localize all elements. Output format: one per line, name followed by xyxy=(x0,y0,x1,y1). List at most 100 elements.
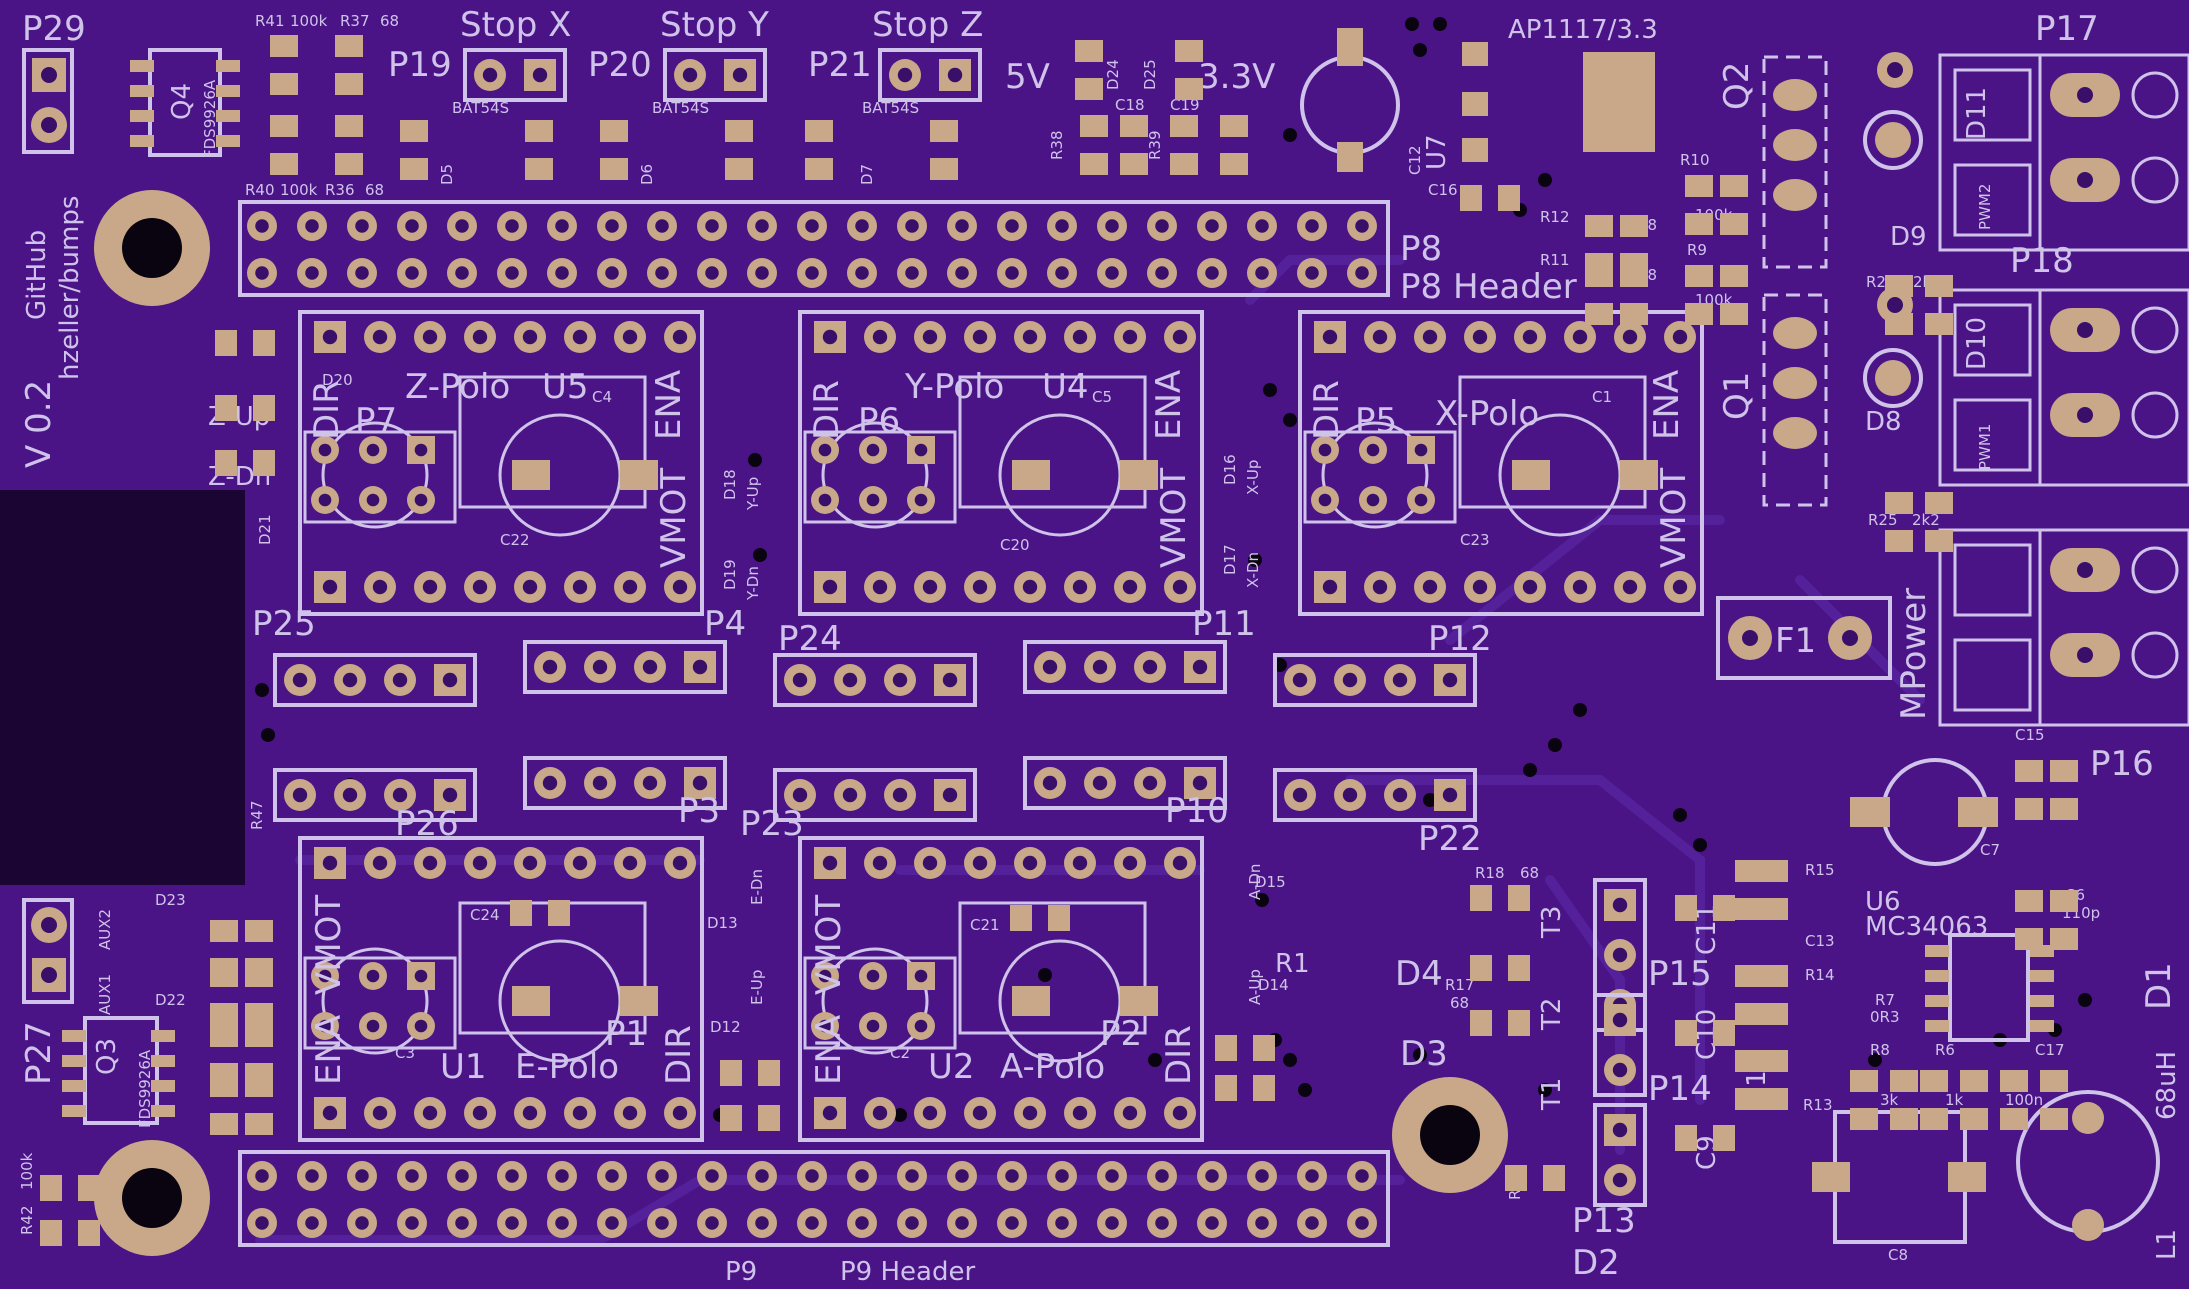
y-polo-conn: P6 xyxy=(858,401,900,441)
pad-hole xyxy=(792,672,808,688)
mosfet-pad xyxy=(1773,129,1817,161)
r1-label: R1 xyxy=(1275,949,1310,979)
version-label: V 0.2 xyxy=(19,380,59,468)
p9-label: P9 xyxy=(725,1257,757,1287)
terminal-hole xyxy=(2077,322,2093,338)
cap-pad xyxy=(1012,460,1050,490)
pad-hole xyxy=(422,579,438,595)
c3-label: C3 xyxy=(395,1044,415,1062)
credit-line2: hzeller/bumps xyxy=(55,196,85,380)
d6-label: D6 xyxy=(638,164,656,185)
pad-hole xyxy=(1572,329,1588,345)
pad-hole xyxy=(1105,266,1119,280)
smd-pad xyxy=(2050,798,2078,820)
pad-hole xyxy=(1255,1216,1269,1230)
e-polo-ref: U1 xyxy=(440,1047,487,1087)
pad-hole xyxy=(947,67,963,83)
via xyxy=(1868,1053,1882,1067)
pad-hole xyxy=(366,1019,380,1033)
smd-pad xyxy=(1080,115,1108,137)
r36-label: R36 xyxy=(325,181,355,199)
cap-outline xyxy=(958,375,1147,509)
pad-hole xyxy=(1042,659,1058,675)
smd-pad xyxy=(758,1060,780,1086)
d4-label: D4 xyxy=(1395,954,1443,994)
pad-hole xyxy=(1305,219,1319,233)
pad-hole xyxy=(372,579,388,595)
pad-hole xyxy=(592,659,608,675)
r40-label: R40 xyxy=(245,181,275,199)
pad-hole xyxy=(692,775,708,791)
p8-header-label: P8 Header xyxy=(1400,267,1577,307)
pad-hole xyxy=(372,1105,388,1121)
pad-hole xyxy=(682,67,698,83)
p12-label: P12 xyxy=(1428,619,1492,659)
ic-pad xyxy=(1925,945,1949,957)
connector-outline xyxy=(303,956,457,1050)
pad-hole xyxy=(1142,775,1158,791)
r6-val: 1k xyxy=(1945,1091,1964,1109)
pad-hole xyxy=(1318,443,1332,457)
p8-label: P8 xyxy=(1400,229,1442,269)
r47-label: R47 xyxy=(248,800,266,830)
d14-label: D14 xyxy=(1258,976,1289,994)
pad-hole xyxy=(455,266,469,280)
smd-pad xyxy=(1760,1088,1788,1110)
pad-hole xyxy=(555,219,569,233)
cap-pad xyxy=(1012,986,1050,1016)
smd-pad xyxy=(1120,115,1148,137)
d24-label: D24 xyxy=(1104,59,1122,90)
pad-hole xyxy=(1672,579,1688,595)
smd-pad xyxy=(1215,1075,1237,1101)
smd-pad xyxy=(270,115,298,137)
pad-hole xyxy=(1172,855,1188,871)
smd-pad xyxy=(400,158,428,180)
pad-hole xyxy=(422,329,438,345)
d16-label: D16 xyxy=(1221,454,1239,485)
r18-val: 68 xyxy=(1520,864,1539,882)
smd-pad xyxy=(525,120,553,142)
ic-pad xyxy=(62,1055,86,1067)
e-vmot: VMOT xyxy=(309,895,349,995)
connector-outline xyxy=(523,640,727,694)
pad-hole xyxy=(1155,1216,1169,1230)
terminal-cell xyxy=(1953,398,2032,472)
connector-outline xyxy=(1273,768,1477,822)
pad-hole xyxy=(355,219,369,233)
pad-hole xyxy=(255,1169,269,1183)
ic-pad xyxy=(1925,970,1949,982)
regulator-label: AP1117/3.3 xyxy=(1508,15,1658,45)
d10-label: D10 xyxy=(1962,317,1992,370)
p25-label: P25 xyxy=(252,604,316,644)
terminal-screw xyxy=(2131,631,2179,679)
y-dir: DIR xyxy=(807,380,847,440)
smd-pad xyxy=(725,158,753,180)
pad-hole xyxy=(655,1169,669,1183)
r10-label: R10 xyxy=(1680,151,1710,169)
via xyxy=(255,683,269,697)
pad-hole xyxy=(672,855,688,871)
smd-pad xyxy=(2015,928,2043,950)
d7-label: D7 xyxy=(858,164,876,185)
smd-pad xyxy=(1220,115,1248,137)
smd-pad xyxy=(1850,1108,1878,1130)
board-cutout xyxy=(0,490,245,885)
smd-pad xyxy=(270,73,298,95)
pad-hole xyxy=(372,855,388,871)
pad-hole xyxy=(818,493,832,507)
r17-label: R17 xyxy=(1445,976,1475,994)
smd-pad xyxy=(335,35,363,57)
d11-label: D11 xyxy=(1962,87,1992,140)
smd-pad xyxy=(1720,265,1748,287)
z-polo-conn: P7 xyxy=(355,401,397,441)
pad-hole xyxy=(1022,329,1038,345)
pad-hole xyxy=(505,219,519,233)
connector-outline xyxy=(1593,993,1647,1097)
pad-hole xyxy=(1155,1169,1169,1183)
terminal-hole xyxy=(2077,87,2093,103)
smd-pad xyxy=(2050,760,2078,782)
ic-pad xyxy=(2030,970,2054,982)
smd-pad xyxy=(215,450,237,476)
pad-hole xyxy=(1355,1169,1369,1183)
pad-hole xyxy=(372,329,388,345)
